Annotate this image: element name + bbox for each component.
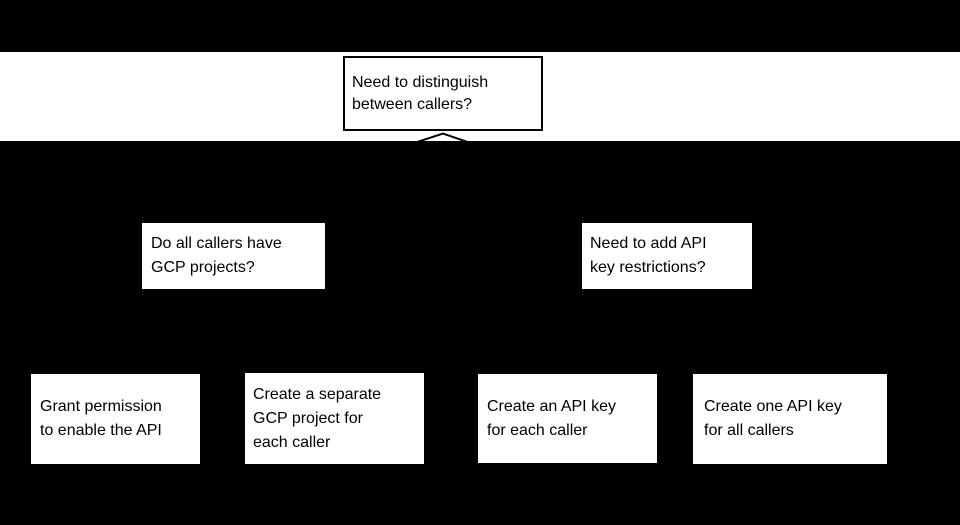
node-text-line: Need to distinguish [352,73,489,91]
node-text-line: GCP project for [253,409,363,427]
node-text-line: Do all callers have [151,235,282,252]
node-text-line: between callers? [352,95,473,113]
action-node-separate-gcp-project: Create a separate GCP project for each c… [245,373,424,464]
action-node-grant-permission: Grant permission to enable the API [31,374,200,464]
node-text-line: for each caller [487,421,588,439]
node-text-line: Grant permission [40,398,162,415]
branch-connector-lines [417,132,468,141]
node-text-line: key restrictions? [590,259,706,276]
action-node-api-key-each-caller: Create an API key for each caller [478,374,657,463]
decision-node-distinguish-callers: Need to distinguish between callers? [343,56,543,131]
node-text-line: for all callers [704,422,794,439]
node-text-line: each caller [253,433,331,451]
action-node-api-key-all-callers: Create one API key for all callers [693,374,887,464]
decision-node-gcp-projects: Do all callers have GCP projects? [142,223,325,289]
decision-node-key-restrictions: Need to add API key restrictions? [582,223,752,289]
node-text-line: to enable the API [40,422,162,439]
node-text-line: Create an API key [487,397,616,415]
node-text-line: Create one API key [704,398,842,415]
node-text-line: Need to add API [590,235,707,252]
node-text-line: Create a separate [253,385,382,403]
node-text-line: GCP projects? [151,259,255,276]
